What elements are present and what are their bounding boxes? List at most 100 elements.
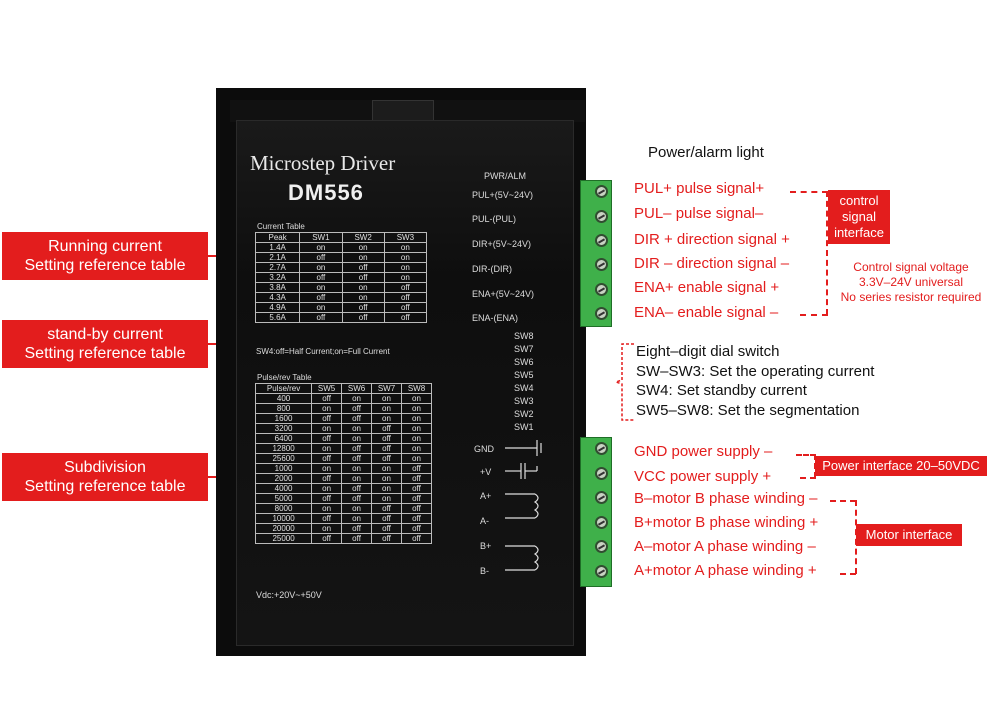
table-cell: on <box>311 403 343 414</box>
table-cell: off <box>299 312 343 323</box>
table-header: Peak <box>254 232 301 243</box>
table-cell: on <box>341 463 373 474</box>
table-cell: 5000 <box>254 493 313 504</box>
control-signal-label: ENA+ enable signal + <box>634 279 780 296</box>
table-cell: on <box>371 473 402 484</box>
power-term-label: +V <box>480 467 492 477</box>
table-cell: off <box>311 533 343 544</box>
table-cell: on <box>400 423 433 434</box>
table-cell: on <box>341 282 385 293</box>
table-cell: on <box>299 242 343 253</box>
switch-label: SW1 <box>514 422 534 432</box>
table-cell: 20000 <box>254 523 313 534</box>
power-alarm-label: Power/alarm light <box>648 144 764 161</box>
table-cell: on <box>383 252 428 263</box>
table-cell: off <box>383 302 428 313</box>
table-cell: on <box>371 493 402 504</box>
terminal-screw-icon <box>595 258 608 271</box>
table-cell: off <box>341 523 373 534</box>
table-cell: on <box>400 453 433 464</box>
table-cell: on <box>341 473 373 484</box>
table-cell: 400 <box>254 393 313 404</box>
table-cell: on <box>341 503 373 514</box>
table-cell: on <box>341 242 385 253</box>
terminal-screw-icon <box>595 442 608 455</box>
table-cell: on <box>383 242 428 253</box>
table-header: SW2 <box>341 232 385 243</box>
table-cell: off <box>371 433 402 444</box>
sig-term-label: ENA-(ENA) <box>472 313 519 323</box>
power-term-label: GND <box>474 444 494 454</box>
connector-line <box>208 255 220 257</box>
bracket-line <box>800 314 828 316</box>
table-cell: off <box>341 403 373 414</box>
table-header: SW3 <box>383 232 428 243</box>
table-cell: on <box>341 292 385 303</box>
dial-switch-notes: Eight–digit dial switch SW–SW3: Set the … <box>636 342 874 420</box>
connector-line <box>208 343 220 345</box>
control-signal-label: PUL– pulse signal– <box>634 205 764 222</box>
label-line: Setting reference table <box>24 345 186 362</box>
table-cell: on <box>400 413 433 424</box>
sig-term-label: PUL-(PUL) <box>472 214 517 224</box>
table-cell: on <box>371 413 402 424</box>
bracket-line <box>840 573 856 575</box>
power-interface-box: Power interface 20–50VDC <box>815 456 987 476</box>
table-cell: on <box>371 393 402 404</box>
power-label: VCC power supply + <box>634 468 772 485</box>
table-cell: 1000 <box>254 463 313 474</box>
control-signal-label: PUL+ pulse signal+ <box>634 180 765 197</box>
terminal-screw-icon <box>595 210 608 223</box>
label-line: stand-by current <box>47 326 163 343</box>
dial-line: SW–SW3: Set the operating current <box>636 362 875 380</box>
table-cell: 3200 <box>254 423 313 434</box>
motor-label: A+motor A phase winding + <box>634 562 817 579</box>
table-header: SW1 <box>299 232 343 243</box>
table-cell: off <box>299 292 343 303</box>
motor-label: B–motor B phase winding – <box>634 490 818 507</box>
terminal-screw-icon <box>595 565 608 578</box>
bracket-line <box>796 454 816 456</box>
table-cell: off <box>400 483 433 494</box>
terminal-screw-icon <box>595 185 608 198</box>
switch-label: SW5 <box>514 370 534 380</box>
control-note: Control signal voltage 3.3V–24V universa… <box>836 260 986 305</box>
table-cell: on <box>299 302 343 313</box>
table-cell: 25000 <box>254 533 313 544</box>
switch-label: SW7 <box>514 344 534 354</box>
terminal-screw-icon <box>595 307 608 320</box>
table-cell: off <box>341 453 373 464</box>
table-cell: off <box>371 533 402 544</box>
table-cell: 1.4A <box>254 242 301 253</box>
table-cell: off <box>311 473 343 484</box>
table-cell: on <box>311 423 343 434</box>
pulse-table-caption: Pulse/rev Table <box>257 373 312 382</box>
table-cell: on <box>341 393 373 404</box>
table-cell: 12800 <box>254 443 313 454</box>
table-cell: off <box>341 483 373 494</box>
table-header: Pulse/rev <box>254 383 313 394</box>
table-cell: off <box>383 292 428 303</box>
table-cell: off <box>341 302 385 313</box>
table-cell: off <box>400 463 433 474</box>
driver-title: Microstep Driver <box>250 151 396 175</box>
bracket-line <box>830 500 856 502</box>
vdc-label: Vdc:+20V~+50V <box>256 590 322 600</box>
current-table-caption: Current Table <box>257 222 305 231</box>
table-cell: off <box>341 443 373 454</box>
table-cell: off <box>311 453 343 464</box>
table-cell: off <box>311 493 343 504</box>
table-cell: on <box>383 272 428 283</box>
table-cell: 4000 <box>254 483 313 494</box>
table-cell: 2.7A <box>254 262 301 273</box>
power-term-label: B+ <box>480 541 492 551</box>
